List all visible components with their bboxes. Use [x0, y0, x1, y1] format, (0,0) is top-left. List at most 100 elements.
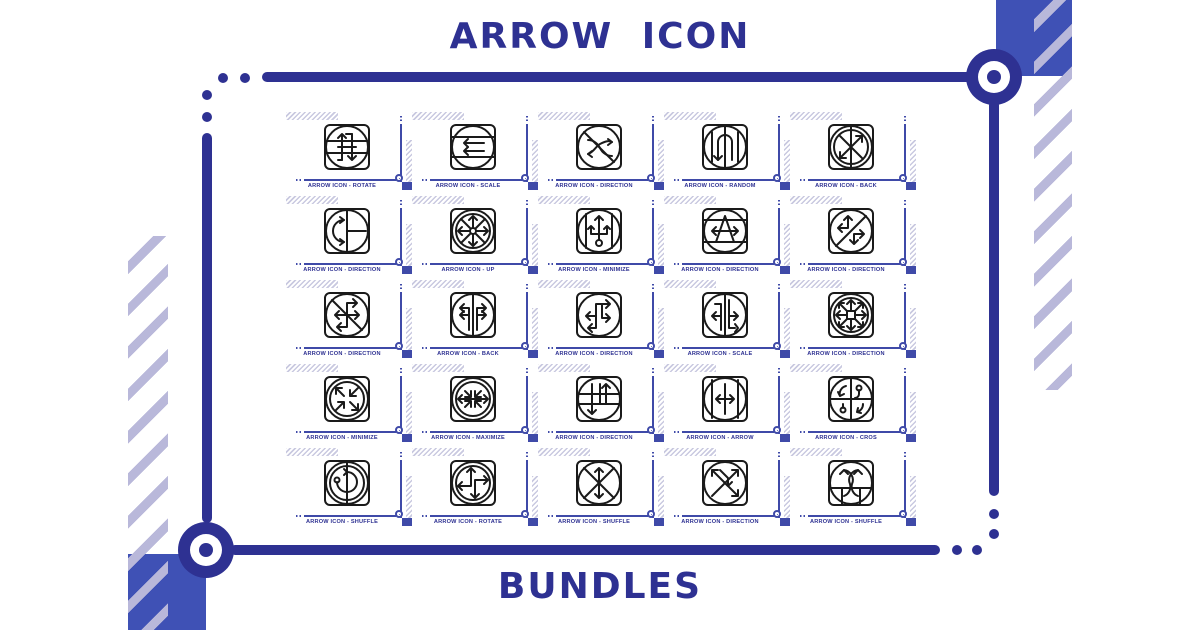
dotted-line — [548, 179, 554, 181]
corner-node-icon — [647, 426, 655, 434]
icon-tile[interactable]: ARROW ICON - SCALE — [664, 278, 790, 362]
corner-node-icon — [521, 510, 529, 518]
icon-label: ARROW ICON - ROTATE — [433, 519, 503, 525]
hatch-decoration — [412, 448, 464, 456]
icon-label: ARROW ICON - DIRECTION — [303, 267, 381, 273]
icon-tile[interactable]: ARROW ICON - BACK — [790, 110, 916, 194]
icon-tile[interactable]: ARROW ICON - DIRECTION — [790, 278, 916, 362]
icon-tile[interactable]: ARROW ICON - CROS — [790, 362, 916, 446]
frame-top-bar — [262, 72, 972, 82]
guide-line-horizontal — [430, 347, 522, 349]
corner-node-icon — [521, 342, 529, 350]
hatch-decoration — [784, 476, 790, 526]
guide-line-horizontal — [808, 347, 900, 349]
icon-tile[interactable]: ARROW ICON - ROTATE — [286, 110, 412, 194]
frame-node-top-right — [966, 49, 1022, 105]
icon-tile[interactable]: ARROW ICON - DIRECTION — [286, 278, 412, 362]
diagonal-split-arrows-direction-icon — [828, 208, 874, 254]
hatch-decoration — [664, 196, 716, 204]
arrows-left-scale-icon — [450, 124, 496, 170]
guide-line-horizontal — [808, 179, 900, 181]
hatch-decoration — [286, 196, 338, 204]
four-way-arrows-up-icon — [450, 208, 496, 254]
frame-dot — [240, 73, 250, 83]
icon-tile[interactable]: ARROW ICON - DIRECTION — [538, 278, 664, 362]
corner-block — [402, 182, 412, 190]
parallel-arrows-scale-icon — [702, 292, 748, 338]
hatch-decoration — [406, 308, 412, 358]
eight-way-arrows-direction-icon — [828, 292, 874, 338]
hatch-decoration — [412, 196, 464, 204]
frame-node-bottom-left — [178, 522, 234, 578]
dotted-line — [422, 179, 428, 181]
dotted-line — [526, 200, 528, 206]
hatch-decoration — [658, 476, 664, 526]
frame-dot — [202, 112, 212, 122]
icon-tile[interactable]: ARROW ICON - DIRECTION — [538, 362, 664, 446]
icon-tile[interactable]: ARROW ICON - SHUFFLE — [790, 446, 916, 530]
icon-tile[interactable]: ARROW ICON - MINIMIZE — [538, 194, 664, 278]
frame-left-bar — [202, 133, 212, 523]
hatch-decoration — [910, 140, 916, 190]
icon-label: ARROW ICON - SHUFFLE — [305, 519, 379, 525]
icon-tile[interactable]: ARROW ICON - BACK — [412, 278, 538, 362]
icon-tile[interactable]: ARROW ICON - MAXIMIZE — [412, 362, 538, 446]
corner-block — [780, 434, 790, 442]
guide-line-vertical — [778, 376, 780, 434]
icon-tile[interactable]: ARROW ICON - RANDOM — [664, 110, 790, 194]
guide-line-vertical — [652, 124, 654, 182]
icon-tile[interactable]: ARROW ICON - UP — [412, 194, 538, 278]
hatch-decoration — [532, 140, 538, 190]
icon-tile[interactable]: ARROW ICON - SHUFFLE — [538, 446, 664, 530]
corner-node-icon — [899, 510, 907, 518]
icon-tile[interactable]: ARROW ICON - DIRECTION — [664, 194, 790, 278]
hatch-decoration — [658, 224, 664, 274]
hatch-decoration — [532, 224, 538, 274]
dotted-line — [296, 263, 302, 265]
guide-line-horizontal — [808, 431, 900, 433]
icon-tile[interactable]: ARROW ICON - MINIMIZE — [286, 362, 412, 446]
hatch-decoration — [790, 196, 842, 204]
hatch-decoration — [406, 392, 412, 442]
dotted-line — [422, 347, 428, 349]
icon-tile[interactable]: ARROW ICON - ROTATE — [412, 446, 538, 530]
icon-label: ARROW ICON - MINIMIZE — [558, 267, 630, 273]
curved-arrows-direction-icon — [324, 208, 370, 254]
corner-node-icon — [773, 342, 781, 350]
icon-label: ARROW ICON - RANDOM — [684, 183, 756, 189]
corner-block — [528, 434, 538, 442]
guide-line-vertical — [778, 208, 780, 266]
dotted-line — [674, 515, 680, 517]
grid-arrows-direction-icon — [576, 376, 622, 422]
icon-tile[interactable]: ARROW ICON - DIRECTION — [790, 194, 916, 278]
corner-node-icon — [899, 342, 907, 350]
corner-block — [528, 518, 538, 526]
hatch-decoration — [538, 112, 590, 120]
dotted-line — [400, 116, 402, 122]
icon-tile[interactable]: ARROW ICON - DIRECTION — [286, 194, 412, 278]
hatch-decoration — [658, 140, 664, 190]
icon-tile[interactable]: ARROW ICON - SCALE — [412, 110, 538, 194]
guide-line-vertical — [400, 460, 402, 518]
hatch-decoration — [538, 364, 590, 372]
icon-tile[interactable]: ARROW ICON - DIRECTION — [664, 446, 790, 530]
hatch-decoration — [910, 392, 916, 442]
icon-tile[interactable]: ARROW ICON - DIRECTION — [538, 110, 664, 194]
guide-line-horizontal — [682, 347, 774, 349]
guide-line-vertical — [778, 124, 780, 182]
dotted-line — [674, 431, 680, 433]
corner-block — [528, 350, 538, 358]
guide-line-horizontal — [682, 179, 774, 181]
dotted-line — [548, 431, 554, 433]
corner-block — [654, 350, 664, 358]
u-turn-arrow-icon — [702, 124, 748, 170]
icon-tile[interactable]: ARROW ICON - SHUFFLE — [286, 446, 412, 530]
dotted-line — [548, 515, 554, 517]
icon-tile[interactable]: ARROW ICON - ARROW — [664, 362, 790, 446]
frame-bottom-bar — [230, 545, 940, 555]
frame-dot — [972, 545, 982, 555]
guide-line-vertical — [904, 376, 906, 434]
hatch-decoration — [664, 280, 716, 288]
guide-line-vertical — [652, 292, 654, 350]
dotted-line — [674, 179, 680, 181]
